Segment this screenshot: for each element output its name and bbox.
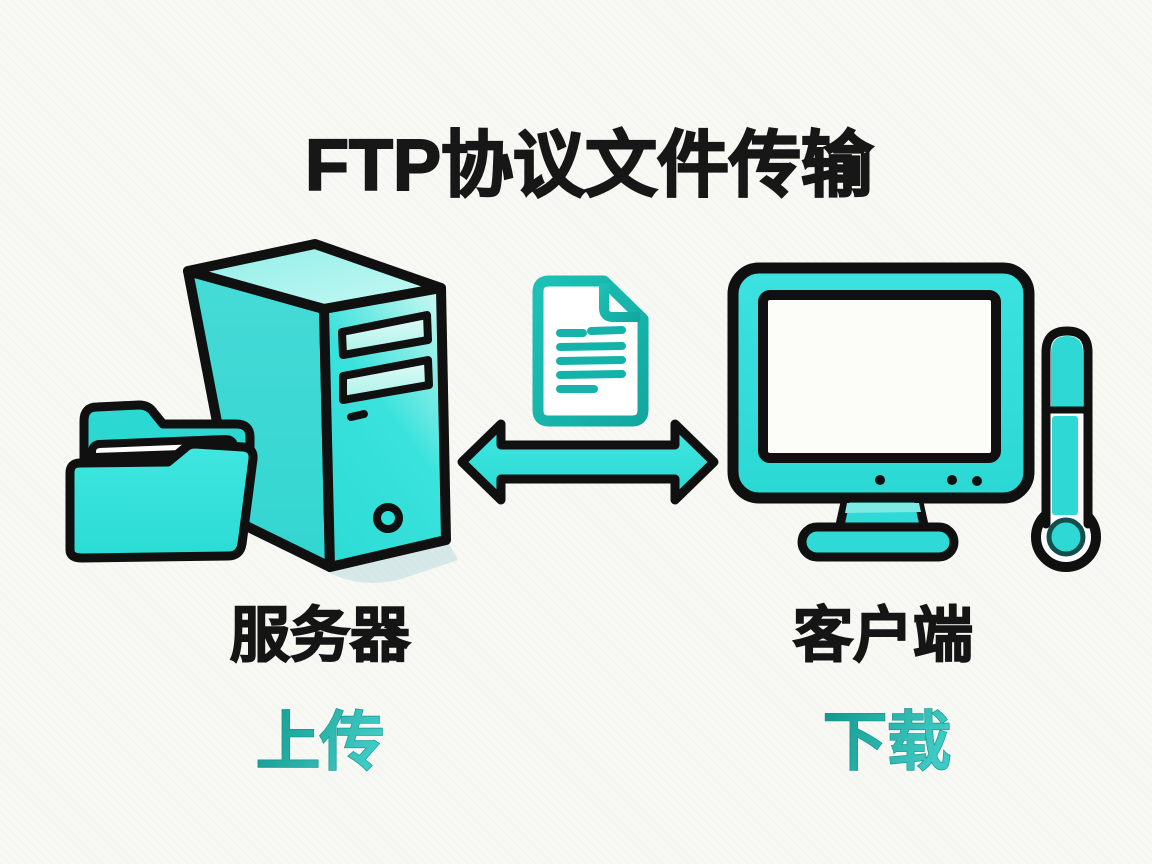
download-label: 下载	[823, 706, 951, 778]
document-sheet	[532, 275, 649, 427]
client-label: 客户端	[793, 602, 973, 669]
thermometer-inner-bar	[1052, 416, 1078, 515]
monitor-dot	[972, 476, 982, 486]
thermometer-icon	[1031, 326, 1101, 572]
server-vent-slot	[338, 311, 432, 359]
monitor-dot	[947, 475, 957, 485]
document-file-icon	[532, 275, 649, 427]
thermometer-top-fill	[1051, 336, 1083, 407]
monitor-stand-highlight	[845, 503, 921, 513]
thermometer-bulb-core	[1046, 517, 1086, 557]
monitor-screen	[758, 290, 1001, 463]
bidirectional-arrow-icon	[457, 419, 719, 505]
document-text-lines	[556, 326, 626, 393]
open-folder-icon	[65, 400, 258, 563]
server-shadow	[245, 528, 458, 583]
server-tower-icon	[183, 239, 458, 583]
server-vent-slot	[339, 356, 433, 404]
desktop-monitor-icon	[727, 262, 1035, 562]
page-title: FTP协议文件传输	[305, 126, 874, 206]
server-front-face	[319, 283, 451, 572]
document-fold-corner	[599, 283, 640, 322]
monitor-stand-base	[797, 522, 959, 562]
folder-front	[65, 439, 258, 563]
server-label: 服务器	[230, 602, 411, 669]
monitor-dot	[875, 475, 885, 485]
upload-label: 上传	[256, 706, 384, 778]
server-power-button	[373, 503, 403, 533]
server-led-dash	[347, 410, 368, 421]
